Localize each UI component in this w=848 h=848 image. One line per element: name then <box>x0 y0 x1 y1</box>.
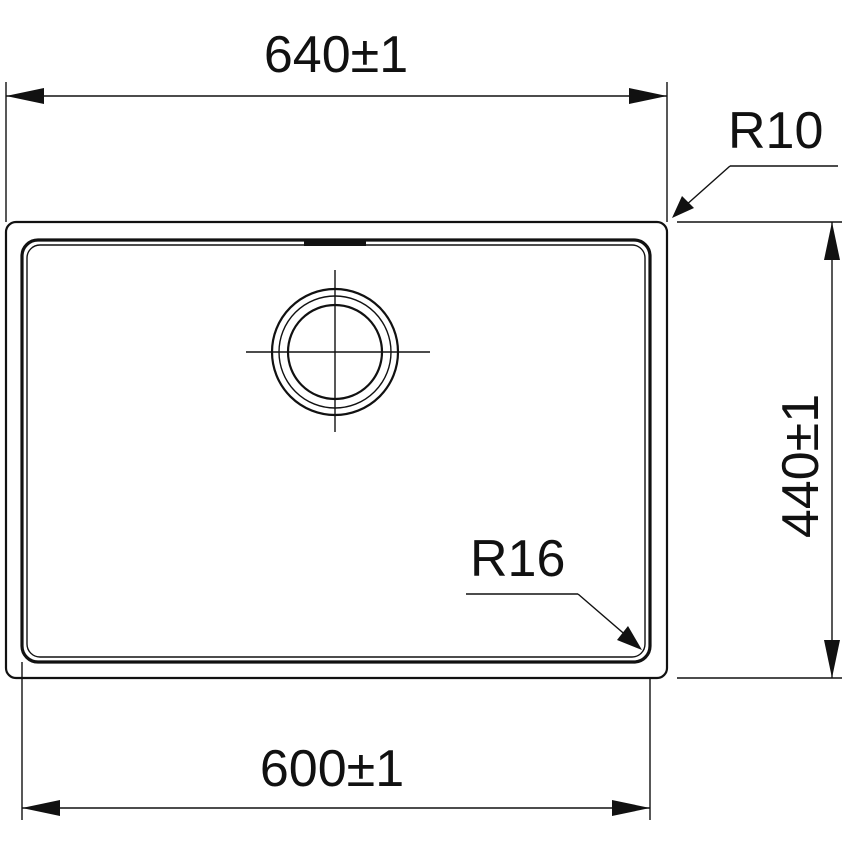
arrowhead-outer-height-bottom <box>824 640 840 678</box>
label-inner-width: 600±1 <box>260 740 404 798</box>
label-outer-width: 640±1 <box>264 26 408 84</box>
sink-outer-outline <box>4 220 669 680</box>
arrowhead-outer-height-top <box>824 222 840 260</box>
arrowhead-inner-width-right <box>612 800 650 816</box>
overflow-slot <box>304 240 366 246</box>
arrowhead-inner-width-left <box>22 800 60 816</box>
label-inner-corner-radius: R16 <box>470 530 565 588</box>
label-outer-corner-radius: R10 <box>728 102 823 160</box>
arrowhead-r10 <box>672 196 694 218</box>
sink-basin-outline <box>20 238 652 664</box>
label-outer-height: 440±1 <box>772 394 830 538</box>
arrowhead-r16 <box>617 626 642 650</box>
arrowhead-outer-width-right <box>629 88 667 104</box>
sink-basin-inner-edge <box>26 244 646 658</box>
arrowhead-outer-width-left <box>6 88 44 104</box>
